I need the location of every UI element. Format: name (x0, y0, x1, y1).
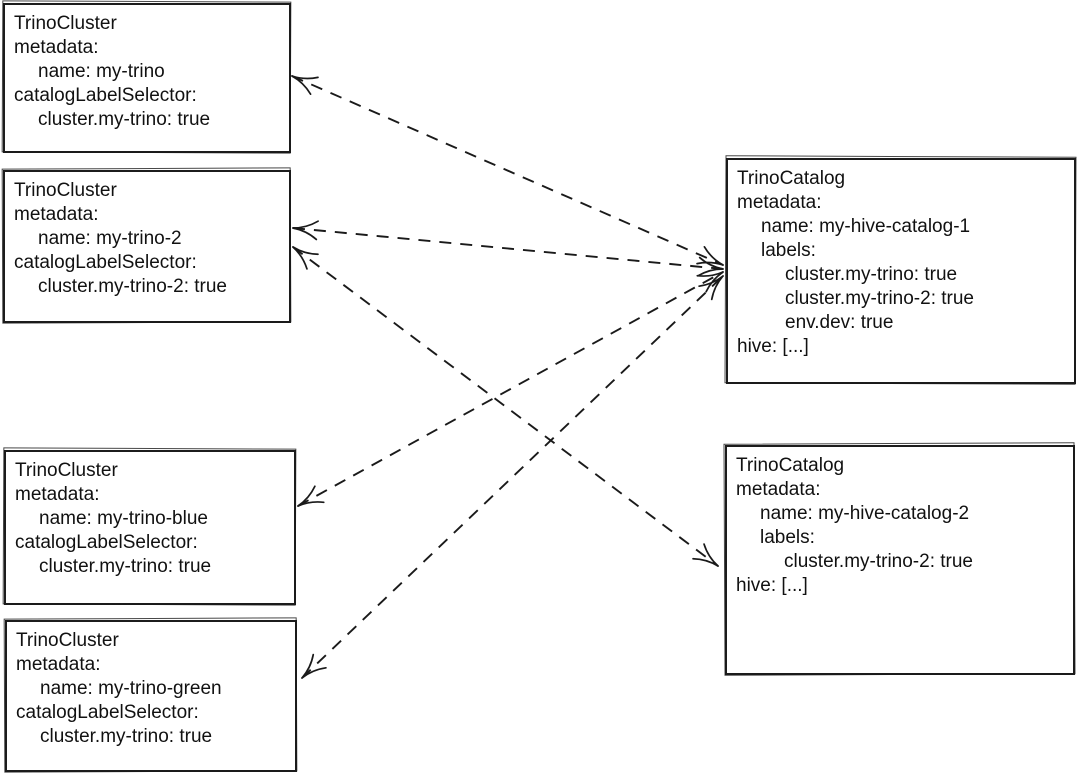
node-line: hive: [...] (736, 575, 808, 596)
node-title: TrinoCluster (14, 180, 117, 201)
node-line: catalogLabelSelector: (14, 252, 197, 273)
node-line: name: my-trino-blue (39, 508, 208, 529)
node-trinocluster-my-trino-blue: TrinoCluster metadata: name: my-trino-bl… (4, 450, 296, 605)
edge-my-trino-green-to-my-hive-catalog-1 (301, 275, 724, 679)
node-trinocluster-my-trino: TrinoCluster metadata: name: my-trino ca… (3, 3, 291, 153)
node-trinocluster-my-trino-2: TrinoCluster metadata: name: my-trino-2 … (3, 170, 291, 323)
node-line: cluster.my-trino: true (39, 556, 212, 577)
edge-my-trino-to-my-hive-catalog-1 (291, 75, 724, 266)
node-line: cluster.my-trino: true (38, 109, 211, 130)
node-line: name: my-hive-catalog-1 (761, 216, 971, 237)
edge-my-trino-blue-to-my-hive-catalog-1 (297, 271, 724, 507)
node-line: hive: [...] (737, 336, 809, 357)
node-trinocluster-my-trino-green: TrinoCluster metadata: name: my-trino-gr… (5, 620, 297, 772)
node-title: TrinoCluster (15, 460, 118, 481)
node-line: labels: (760, 527, 815, 548)
node-title: TrinoCatalog (737, 168, 846, 189)
node-line: catalogLabelSelector: (16, 702, 199, 723)
node-title: TrinoCatalog (736, 455, 845, 476)
node-line: name: my-trino-green (40, 678, 222, 699)
node-line: metadata: (736, 479, 821, 500)
node-trinocatalog-my-hive-catalog-1: TrinoCatalog metadata: name: my-hive-cat… (726, 158, 1076, 384)
node-line: metadata: (15, 484, 100, 505)
node-line: metadata: (16, 654, 101, 675)
node-line: metadata: (14, 204, 99, 225)
node-line: cluster.my-trino-2: true (38, 276, 227, 297)
node-line: catalogLabelSelector: (14, 85, 197, 106)
node-line: labels: (761, 240, 816, 261)
node-line: cluster.my-trino: true (785, 264, 958, 285)
node-line: metadata: (737, 192, 822, 213)
node-line: cluster.my-trino-2: true (785, 288, 974, 309)
node-line: cluster.my-trino: true (40, 726, 213, 747)
node-line: metadata: (14, 37, 99, 58)
node-title: TrinoCluster (14, 13, 117, 34)
node-title: TrinoCluster (16, 630, 119, 651)
node-line: catalogLabelSelector: (15, 532, 198, 553)
node-line: name: my-trino (38, 61, 165, 82)
node-trinocatalog-my-hive-catalog-2: TrinoCatalog metadata: name: my-hive-cat… (725, 445, 1075, 675)
node-line: name: my-hive-catalog-2 (760, 503, 970, 524)
edge-my-trino-2-to-my-hive-catalog-1 (292, 220, 724, 277)
node-line: env.dev: true (785, 312, 894, 333)
node-line: cluster.my-trino-2: true (784, 551, 973, 572)
edge-my-trino-2-to-my-hive-catalog-2 (292, 246, 719, 567)
node-line: name: my-trino-2 (38, 228, 182, 249)
